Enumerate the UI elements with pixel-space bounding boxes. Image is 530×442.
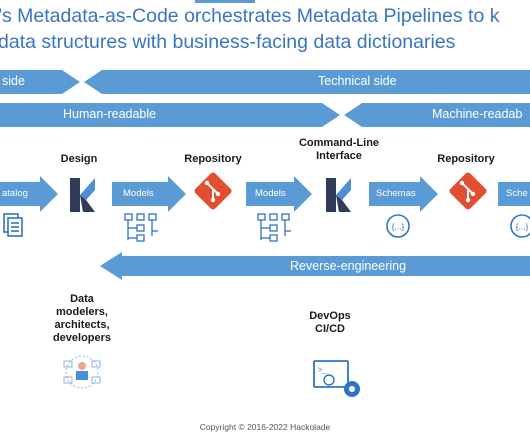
- svg-text:>_: >_: [318, 365, 327, 374]
- svg-text:{...}: {...}: [516, 222, 529, 232]
- machine-readable-label: Machine-readab: [432, 107, 523, 121]
- data-team-illustration-icon: [63, 355, 101, 389]
- repository-stage-label-2: Repository: [437, 153, 495, 165]
- model-tree-icon-2: [257, 213, 291, 242]
- devops-monitor-icon: >_: [313, 360, 360, 397]
- data-team-label: Data modelers, architects, developers: [52, 293, 112, 344]
- catalog-arrow: [0, 176, 58, 212]
- models-arrow-2: [246, 176, 312, 212]
- schemas-arrow-label-1: Schemas: [376, 188, 416, 199]
- machine-readable-band: [344, 103, 530, 127]
- models-arrow-label-1: Models: [123, 188, 154, 199]
- top-edge-bar: [195, 0, 255, 3]
- hackolade-logo-icon-cli: [326, 178, 351, 212]
- repository-stage-label-1: Repository: [184, 153, 242, 165]
- catalog-arrow-label: atalog: [2, 188, 28, 199]
- schemas-arrow-1: [369, 176, 438, 212]
- title-line-2: data structures with business-facing dat…: [0, 31, 456, 53]
- title-line-1: ’s Metadata-as-Code orchestrates Metadat…: [0, 5, 500, 27]
- model-tree-icon-1: [124, 213, 158, 242]
- devops-label: DevOps CI/CD: [309, 310, 351, 335]
- business-side-label: side: [2, 74, 25, 88]
- reverse-engineering-label: Reverse-engineering: [290, 259, 407, 273]
- git-icon-repository-2: [449, 172, 487, 210]
- business-side-band: [0, 70, 80, 94]
- schema-braces-icon-2: {...}: [510, 214, 530, 238]
- schemas-arrow-2: [498, 182, 530, 206]
- hackolade-logo-icon-design: [70, 178, 95, 212]
- models-arrow-label-2: Models: [255, 188, 286, 199]
- technical-side-band: [84, 70, 530, 94]
- schemas-arrow-label-2: Sche: [506, 188, 528, 199]
- catalog-document-icon: [3, 213, 23, 237]
- models-arrow-1: [112, 176, 186, 212]
- git-icon-repository-1: [194, 172, 232, 210]
- technical-side-label: Technical side: [318, 74, 397, 88]
- human-readable-band: [0, 103, 340, 127]
- human-readable-label: Human-readable: [63, 107, 157, 121]
- svg-text:{...}: {...}: [392, 222, 405, 232]
- design-stage-label: Design: [60, 153, 98, 165]
- cli-stage-label: Command-Line Interface: [298, 137, 380, 162]
- copyright-footer: Copyright © 2016-2022 Hackolade: [199, 422, 331, 432]
- reverse-engineering-arrow: [100, 252, 530, 280]
- schema-braces-icon-1: {...}: [386, 214, 410, 238]
